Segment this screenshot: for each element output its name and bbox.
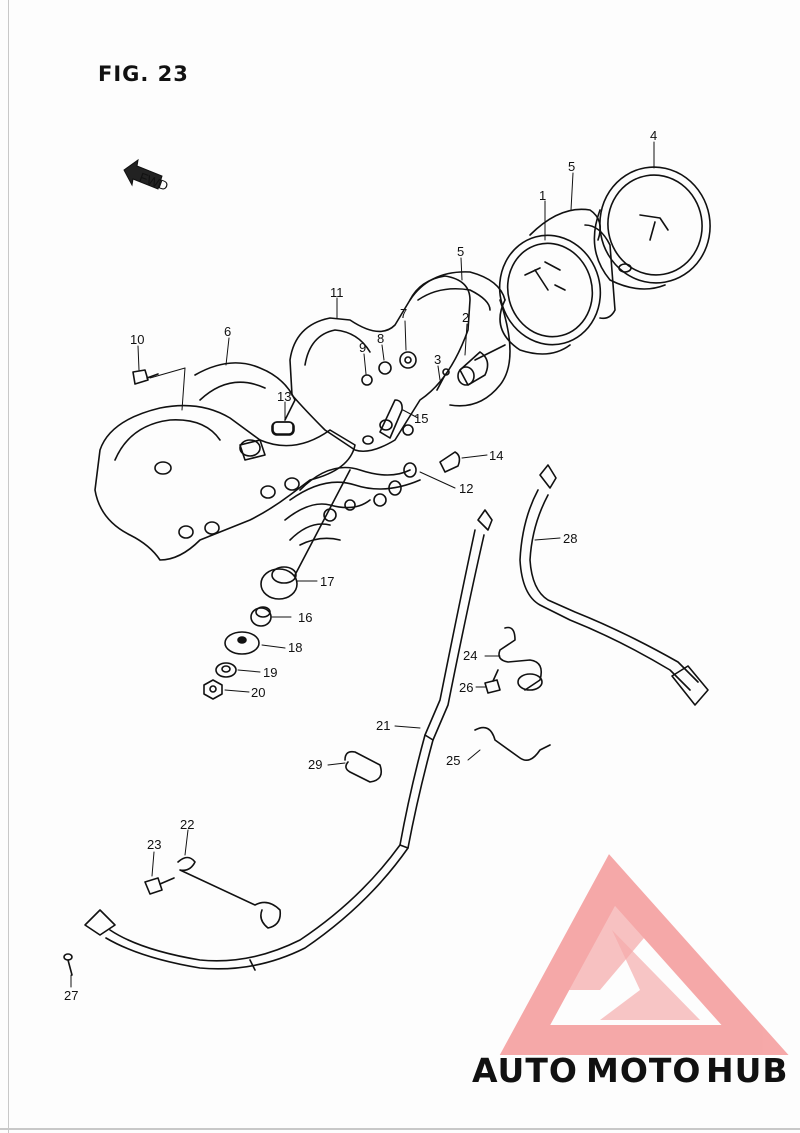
- figure-title: FIG. 23: [98, 62, 189, 86]
- meter-case-middle: [409, 271, 511, 407]
- spacer-16: [250, 606, 272, 627]
- clip-29: [344, 750, 383, 783]
- watermark-logo: [499, 854, 789, 1055]
- callout-29: 29: [308, 757, 322, 772]
- callout-26: 26: [459, 680, 473, 695]
- callout-25: 25: [446, 753, 460, 768]
- nut-20: [203, 679, 223, 700]
- bulb-13: [271, 421, 295, 436]
- callout-labels: 1 2 3 4 5 5 6 7 8 9 10 11 12 13 14 15 16…: [64, 128, 657, 1003]
- meter-case-right: [529, 208, 616, 320]
- callout-5b: 5: [457, 244, 464, 259]
- callout-11: 11: [330, 285, 344, 300]
- collar-9: [361, 374, 373, 386]
- bolt-26: [484, 669, 501, 694]
- callout-18: 18: [288, 640, 302, 655]
- callout-21: 21: [376, 718, 390, 733]
- speedometer: [593, 166, 711, 290]
- grommet-7: [399, 351, 417, 369]
- callout-3: 3: [434, 352, 441, 367]
- callout-10: 10: [130, 332, 144, 347]
- page-left-edge: [8, 0, 9, 1133]
- callout-8: 8: [377, 331, 384, 346]
- callout-6: 6: [224, 324, 231, 339]
- leader-lines: [70, 141, 655, 988]
- tachometer: [498, 234, 602, 355]
- grommet-17: [260, 566, 298, 600]
- callout-2: 2: [462, 310, 469, 325]
- bolt-23: [144, 877, 175, 895]
- callout-13: 13: [277, 389, 291, 404]
- watermark-text: AUTO MOTO HUB: [472, 1051, 789, 1090]
- callout-7: 7: [400, 306, 407, 321]
- washer-8: [378, 361, 392, 375]
- screw-27: [63, 953, 73, 976]
- callout-15: 15: [414, 411, 428, 426]
- washer-18: [224, 631, 260, 655]
- callout-9: 9: [359, 340, 366, 355]
- wiring-harness: [284, 462, 421, 576]
- callout-20: 20: [251, 685, 265, 700]
- watermark-part3: HUB: [706, 1051, 789, 1090]
- fwd-label: FWD: [137, 169, 170, 193]
- callout-12: 12: [459, 481, 473, 496]
- callout-16: 16: [298, 610, 312, 625]
- callout-1: 1: [539, 188, 546, 203]
- screw-3: [436, 368, 450, 391]
- fwd-arrow-icon: FWD: [123, 158, 170, 194]
- clip-25: [474, 726, 551, 761]
- lower-housing: [94, 362, 356, 561]
- page-bottom-edge: [0, 1128, 800, 1130]
- callout-23: 23: [147, 837, 161, 852]
- callout-5a: 5: [568, 159, 575, 174]
- callout-27: 27: [64, 988, 78, 1003]
- watermark-part2: MOTO: [586, 1051, 701, 1090]
- bolt-10: [132, 369, 159, 385]
- clamp-22: [177, 856, 282, 929]
- callout-14: 14: [489, 448, 503, 463]
- callout-17: 17: [320, 574, 334, 589]
- clip-24: [498, 626, 543, 691]
- bulb-14: [439, 451, 461, 473]
- bulb-15: [379, 399, 403, 439]
- washer-19: [215, 662, 237, 678]
- tachometer-cable: [519, 464, 709, 706]
- watermark-part1: AUTO: [472, 1051, 578, 1090]
- speedometer-cable: [84, 509, 493, 971]
- bulb-socket-2: [457, 344, 506, 386]
- callout-4: 4: [650, 128, 657, 143]
- callout-22: 22: [180, 817, 194, 832]
- callout-28: 28: [563, 531, 577, 546]
- callout-24: 24: [463, 648, 477, 663]
- callout-19: 19: [263, 665, 277, 680]
